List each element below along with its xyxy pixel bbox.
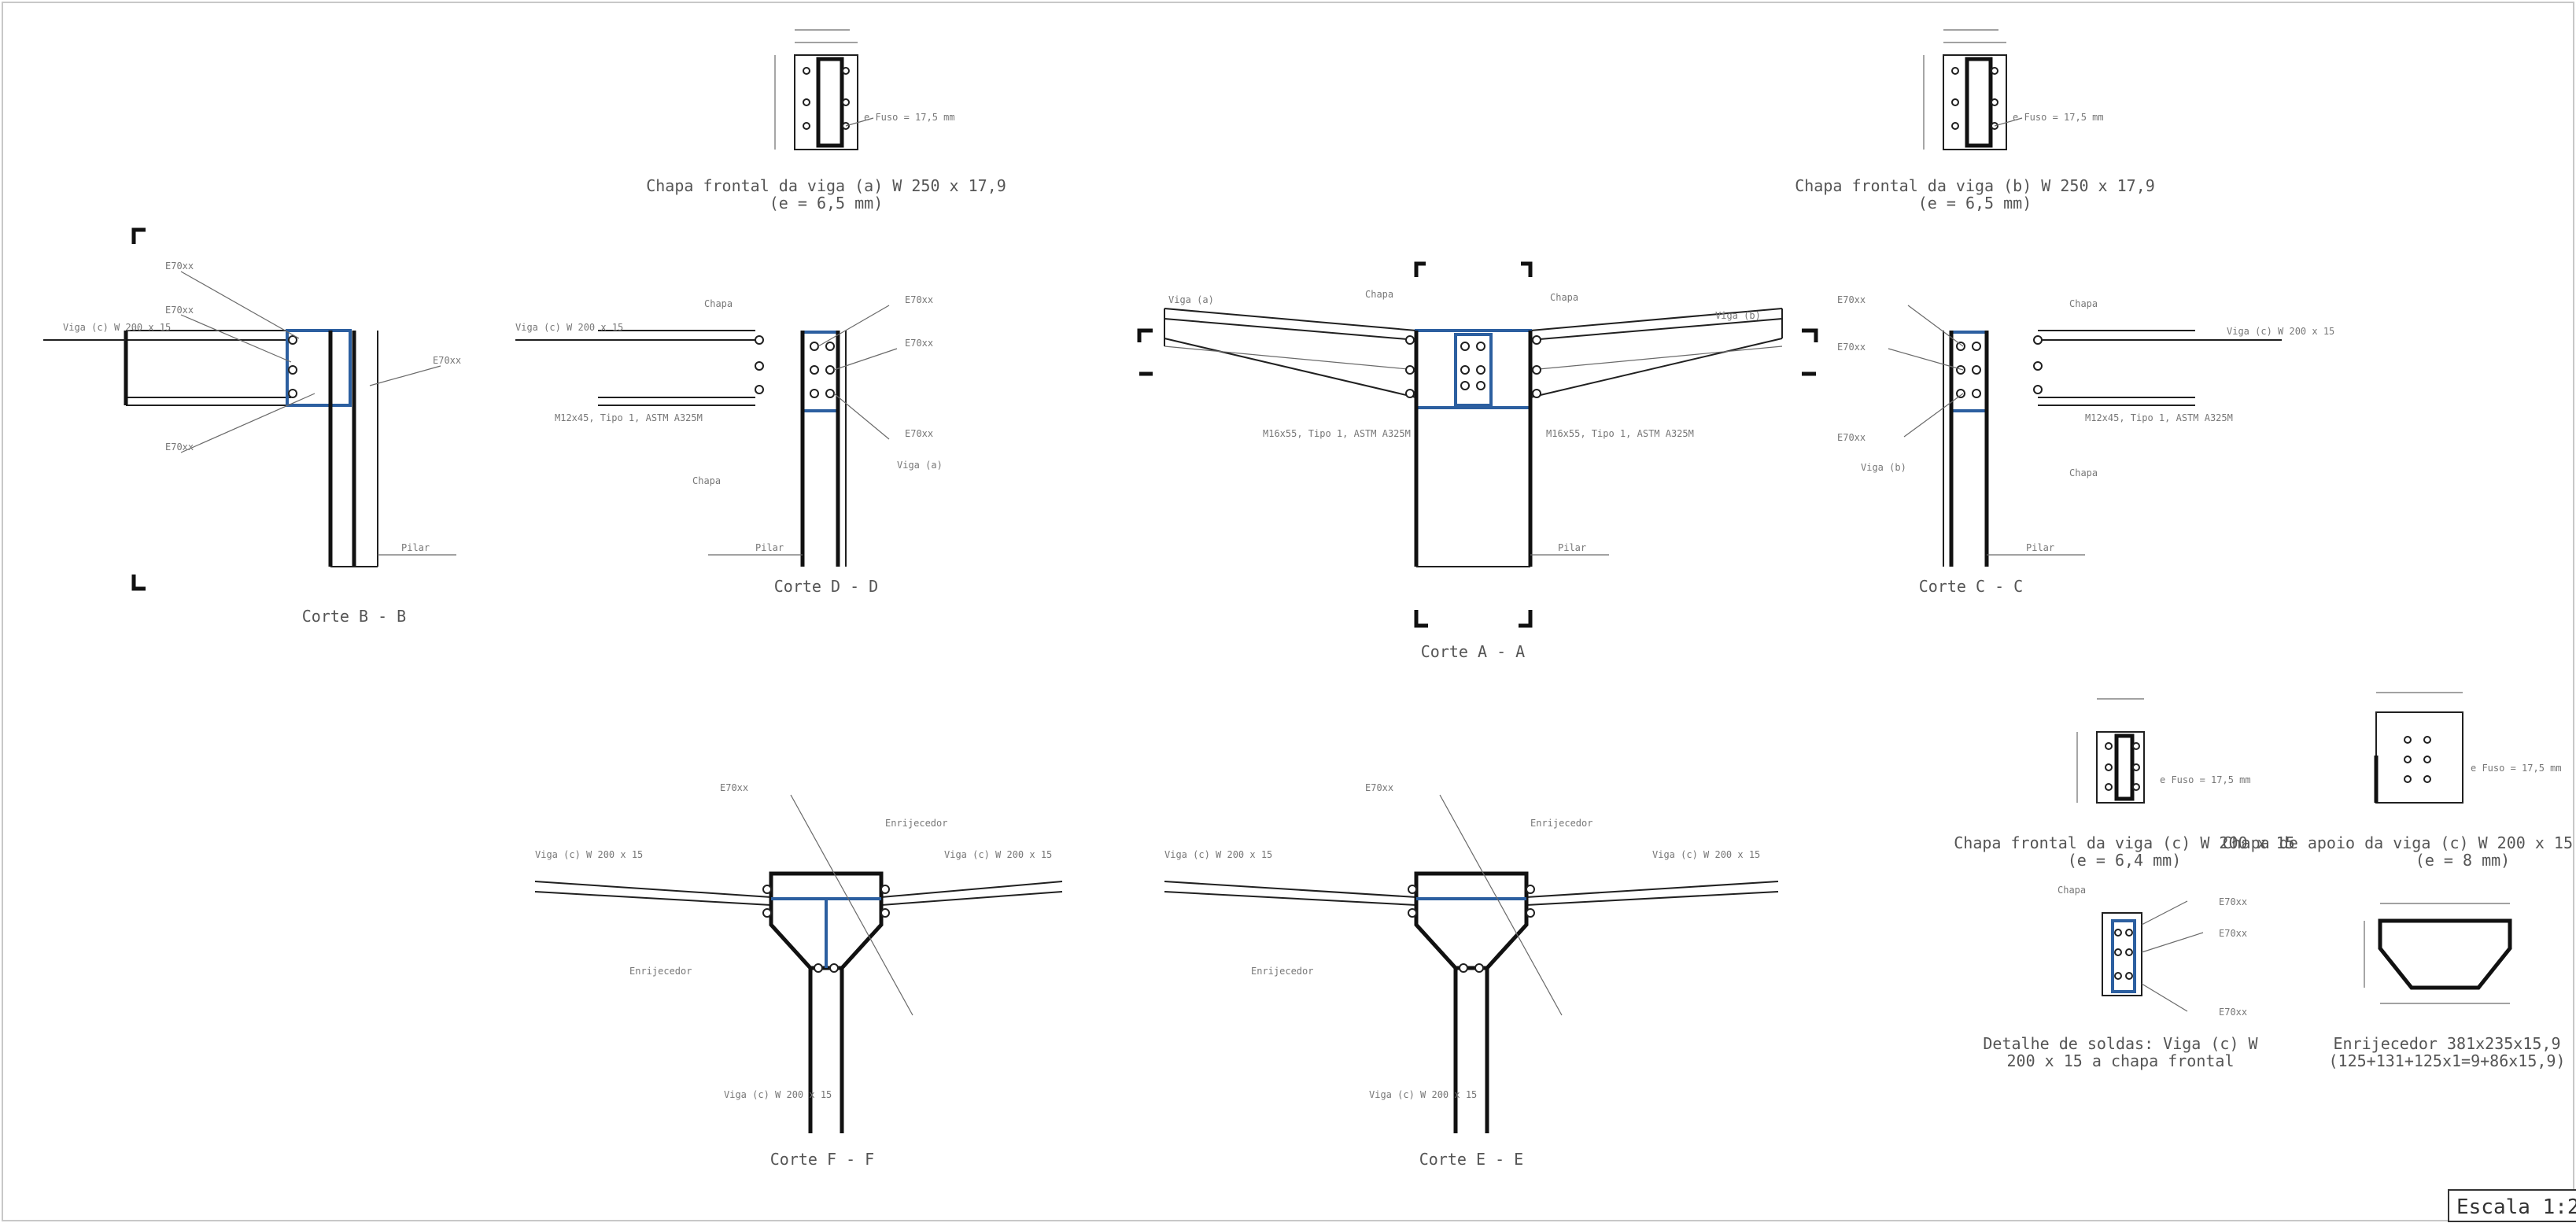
section-cc: Viga (c) W 200 x 15 E70xx E70xx E70xx Ch… (1837, 294, 2334, 596)
caption-corte-ff: Corte F - F (770, 1150, 874, 1169)
stiffener-subtitle: (125+131+125x1=9+86x15,9) (2328, 1051, 2565, 1070)
svg-text:E70xx: E70xx (2219, 1007, 2247, 1018)
plate-b-subtitle: (e = 6,5 mm) (1918, 194, 2032, 212)
ff-beam-label: Viga (c) W 200 x 15 (535, 849, 643, 860)
dd-column-label: Pilar (755, 542, 784, 553)
caption-corte-bb: Corte B - B (302, 607, 406, 626)
caption-corte-cc: Corte C - C (1919, 577, 2023, 596)
weld-detail-subtitle: 200 x 15 a chapa frontal (2007, 1051, 2235, 1070)
weld-detail-title: Detalhe de soldas: Viga (c) W (1983, 1034, 2258, 1053)
svg-text:Chapa: Chapa (1365, 289, 1393, 300)
svg-text:E70xx: E70xx (165, 260, 194, 272)
svg-text:E70xx: E70xx (1365, 782, 1393, 793)
apoio-c-subtitle: (e = 8 mm) (2415, 851, 2510, 870)
svg-text:Chapa: Chapa (2069, 467, 2098, 478)
plate-a-thickness: e Fuso = 17,5 mm (864, 112, 955, 123)
svg-text:M16x55, Tipo 1, ASTM A325M: M16x55, Tipo 1, ASTM A325M (1546, 428, 1694, 439)
apoio-c-title: Chapa de apoio da viga (c) W 200 x 15 (2222, 833, 2573, 852)
plate-detail-b: e Fuso = 17,5 mm Chapa frontal da viga (… (1795, 29, 2155, 212)
svg-text:E70xx: E70xx (2219, 896, 2247, 907)
section-ff: E70xx Enrijecedor Viga (c) W 200 x 15 Vi… (534, 782, 1063, 1169)
cc-column-label: Pilar (2026, 542, 2054, 553)
svg-text:E70xx: E70xx (165, 305, 194, 316)
svg-text:Chapa: Chapa (692, 475, 721, 486)
aa-bolts-label: M16x55, Tipo 1, ASTM A325M (1263, 428, 1411, 439)
bb-column-label: Pilar (401, 542, 430, 553)
svg-text:Chapa: Chapa (1550, 292, 1578, 303)
weld-detail: E70xx E70xx E70xx Chapa Detalhe de solda… (1983, 885, 2258, 1070)
plate-c-title: Chapa frontal da viga (c) W 200 x 15 (1954, 833, 2294, 852)
svg-text:Chapa: Chapa (2057, 885, 2086, 896)
plate-c-subtitle: (e = 6,4 mm) (2068, 851, 2182, 870)
plate-b-thickness: e Fuso = 17,5 mm (2013, 112, 2104, 123)
svg-text:Viga (c) W 200 x 15: Viga (c) W 200 x 15 (944, 849, 1052, 860)
ee-beam-label: Viga (c) W 200 x 15 (1164, 849, 1272, 860)
caption-corte-dd: Corte D - D (774, 577, 878, 596)
stiffener-detail: Enrijecedor 381x235x15,9 (125+131+125x1=… (2328, 903, 2566, 1070)
caption-corte-aa: Corte A - A (1421, 642, 1525, 661)
svg-text:E70xx: E70xx (1837, 294, 1866, 305)
stiffener-title: Enrijecedor 381x235x15,9 (2334, 1034, 2561, 1053)
svg-text:Chapa: Chapa (704, 298, 733, 309)
plate-a-title: Chapa frontal da viga (a) W 250 x 17,9 (646, 176, 1006, 195)
plate-detail-a: e Fuso = 17,5 mm Chapa frontal da viga (… (646, 29, 1006, 212)
plate-c-thickness: e Fuso = 17,5 mm (2160, 774, 2251, 785)
scale-label: Escala 1:2 (2456, 1195, 2576, 1219)
aa-column-label: Pilar (1558, 542, 1586, 553)
ff-stiffener-label: Enrijecedor (885, 818, 947, 829)
caption-corte-ee: Corte E - E (1419, 1150, 1523, 1169)
dd-bolts-label: M12x45, Tipo 1, ASTM A325M (555, 412, 703, 423)
svg-text:E70xx: E70xx (905, 428, 933, 439)
plate-a-subtitle: (e = 6,5 mm) (769, 194, 884, 212)
section-aa: Viga (a) Viga (b) Chapa Chapa M16x55, Ti… (1137, 261, 1818, 661)
aa-beam-b-label: Viga (b) (1715, 310, 1761, 321)
bb-beam-label: Viga (c) W 200 x 15 (63, 322, 171, 333)
section-dd: Viga (c) W 200 x 15 E70xx E70xx E70xx Ch… (515, 294, 943, 596)
svg-text:E70xx: E70xx (165, 442, 194, 453)
scale-box: Escala 1:2 (2448, 1189, 2576, 1222)
section-bb: Viga (c) W 200 x 15 E70xx E70xx E70xx E7… (43, 227, 461, 626)
aa-beam-a-label: Viga (a) (1168, 294, 1214, 305)
svg-text:E70xx: E70xx (905, 338, 933, 349)
svg-text:Viga (c) W 200 x 15: Viga (c) W 200 x 15 (1652, 849, 1760, 860)
svg-text:E70xx: E70xx (1837, 432, 1866, 443)
svg-text:E70xx: E70xx (1837, 342, 1866, 353)
svg-text:Enrijecedor: Enrijecedor (1251, 966, 1313, 977)
svg-text:Viga (b): Viga (b) (1861, 462, 1906, 473)
svg-text:E70xx: E70xx (433, 355, 461, 366)
plate-detail-c: e Fuso = 17,5 mm Chapa frontal da viga (… (1954, 698, 2295, 870)
dd-beam-label: Viga (c) W 200 x 15 (515, 322, 623, 333)
svg-text:E70xx: E70xx (905, 294, 933, 305)
section-ee: E70xx Enrijecedor Viga (c) W 200 x 15 Vi… (1164, 782, 1779, 1169)
svg-text:E70xx: E70xx (2219, 928, 2247, 939)
svg-text:E70xx: E70xx (720, 782, 748, 793)
cc-beam-label: Viga (c) W 200 x 15 (2227, 326, 2334, 337)
bearing-plate-detail-c: e Fuso = 17,5 mm Chapa de apoio da viga … (2222, 692, 2573, 870)
svg-text:Chapa: Chapa (2069, 298, 2098, 309)
ee-stiffener-label: Enrijecedor (1530, 818, 1592, 829)
svg-text:Viga (c) W 200 x 15: Viga (c) W 200 x 15 (1369, 1089, 1477, 1100)
cc-bolts-label: M12x45, Tipo 1, ASTM A325M (2085, 412, 2233, 423)
svg-text:Viga (c) W 200 x 15: Viga (c) W 200 x 15 (724, 1089, 832, 1100)
svg-text:Enrijecedor: Enrijecedor (629, 966, 692, 977)
plate-b-title: Chapa frontal da viga (b) W 250 x 17,9 (1795, 176, 2155, 195)
apoio-c-thickness: e Fuso = 17,5 mm (2471, 763, 2562, 774)
svg-text:Viga (a): Viga (a) (897, 460, 943, 471)
